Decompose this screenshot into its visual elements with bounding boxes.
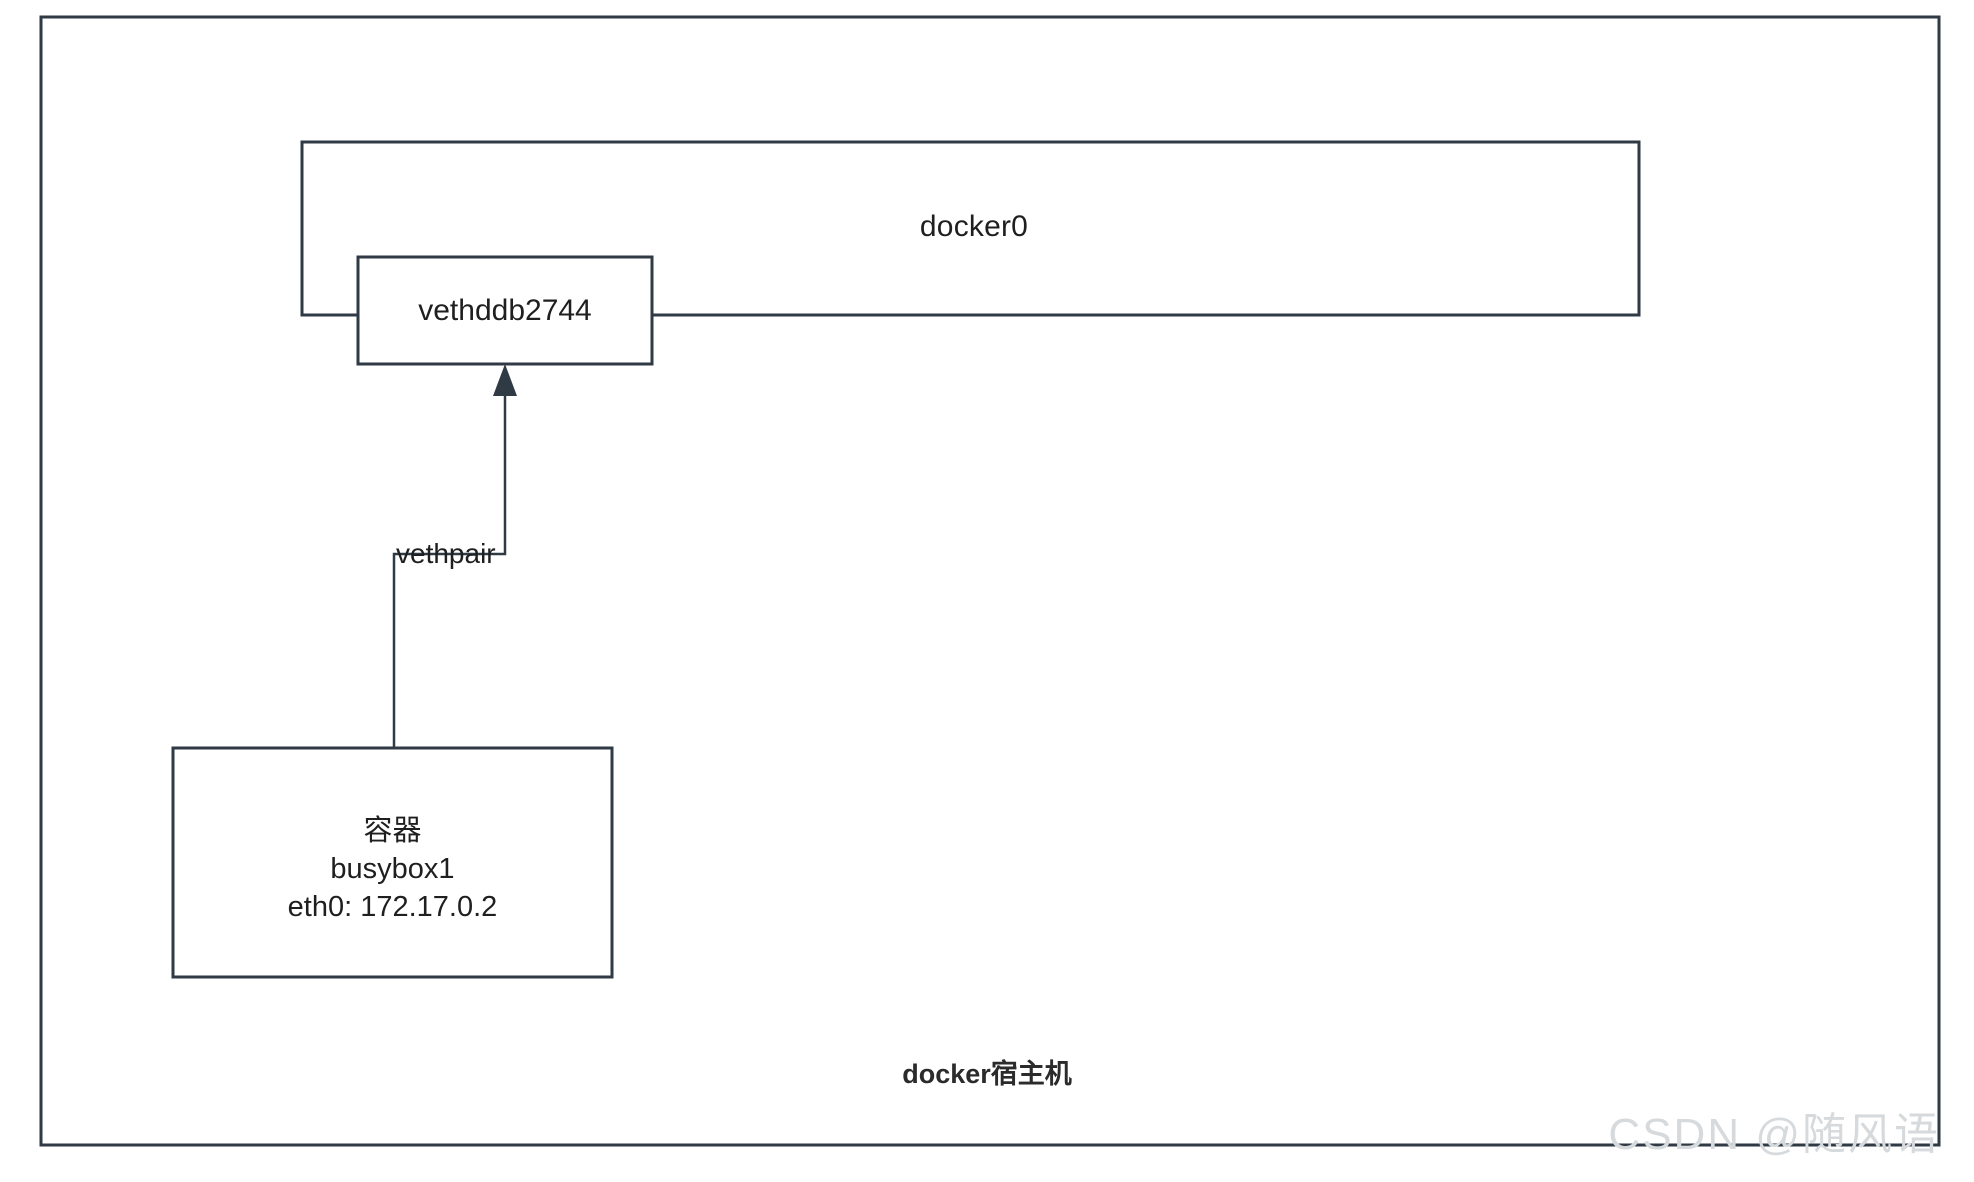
host-boundary-label: docker宿主机 bbox=[902, 1059, 1072, 1089]
docker0-label: docker0 bbox=[919, 210, 1029, 243]
veth-device-label: vethddb2744 bbox=[418, 294, 592, 327]
vethpair-label: vethpair bbox=[396, 538, 496, 569]
docker0-bridge-shape bbox=[300, 140, 1641, 317]
container-label-line2: busybox1 bbox=[330, 853, 455, 885]
container-rect bbox=[171, 746, 614, 979]
watermark-label: CSDN @随风语 bbox=[1608, 1110, 1940, 1159]
container-label-line3: eth0: 172.17.0.2 bbox=[287, 891, 498, 923]
host-boundary-rect bbox=[39, 15, 1941, 1147]
container-label-line1: 容器 bbox=[363, 815, 422, 847]
vethpair-connector-line bbox=[392, 392, 507, 748]
container-label: 容器 busybox1 eth0: 172.17.0.2 bbox=[173, 812, 612, 926]
vethpair-arrowhead-icon bbox=[493, 364, 517, 396]
